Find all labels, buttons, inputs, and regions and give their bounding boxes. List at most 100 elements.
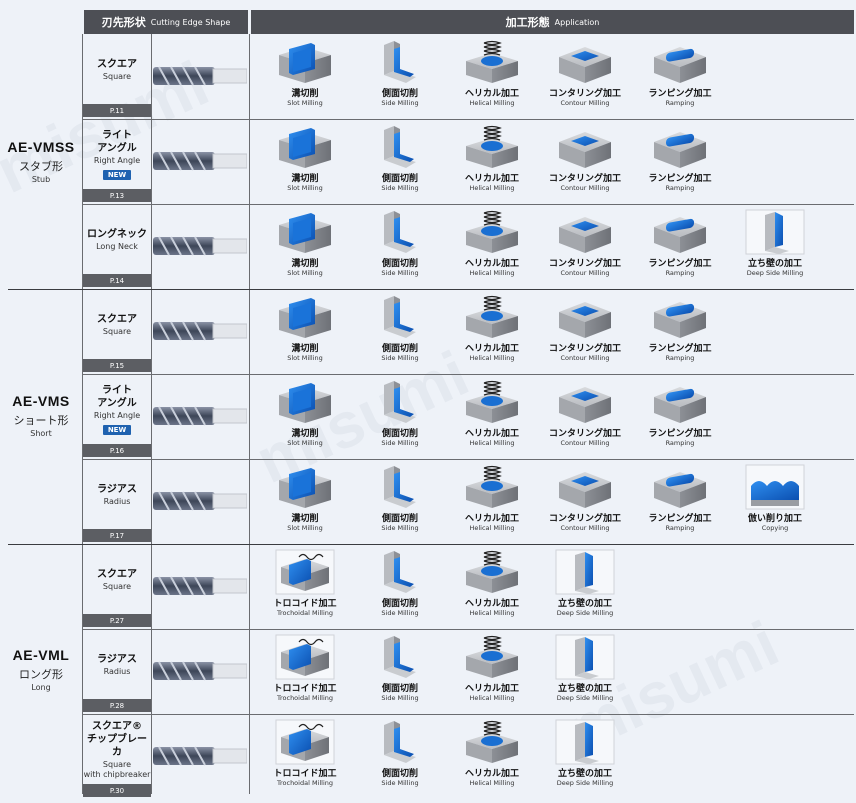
slot-icon bbox=[275, 379, 335, 425]
application-name: 立ち壁の加工 bbox=[557, 684, 612, 694]
shape-name: スクエア bbox=[97, 58, 137, 70]
application-item: ヘリカル加工 Helical Milling bbox=[449, 39, 535, 107]
application-name-en: Slot Milling bbox=[287, 269, 323, 277]
application-name-en: Slot Milling bbox=[287, 354, 323, 362]
application-name: コンタリング加工 bbox=[548, 259, 621, 269]
deepwall-icon bbox=[555, 719, 615, 765]
application-item: 溝切削 Slot Milling bbox=[262, 39, 348, 107]
shape-name-en: Long Neck bbox=[96, 241, 138, 251]
application-name-en: Side Milling bbox=[381, 184, 419, 192]
application-item: ヘリカル加工 Helical Milling bbox=[449, 634, 535, 702]
application-name-en: Trochoidal Milling bbox=[276, 694, 334, 702]
row-divider bbox=[82, 374, 854, 375]
shape-name: ライト アングル bbox=[97, 130, 137, 154]
application-item: ランピング加工 Ramping bbox=[637, 464, 723, 532]
helical-icon bbox=[462, 124, 522, 170]
deepwall-icon bbox=[555, 634, 615, 680]
application-item: 倣い削り加工 Copying bbox=[732, 464, 818, 532]
slot-icon bbox=[275, 464, 335, 510]
series-type-en: Short bbox=[30, 428, 52, 438]
series-type-en: Stub bbox=[31, 174, 51, 184]
trochoidal-icon bbox=[275, 549, 335, 595]
row-divider bbox=[82, 204, 854, 205]
application-item: ランピング加工 Ramping bbox=[637, 39, 723, 107]
application-item: ヘリカル加工 Helical Milling bbox=[449, 294, 535, 362]
application-name-en: Helical Milling bbox=[469, 609, 515, 617]
application-name: コンタリング加工 bbox=[548, 89, 621, 99]
application-item: 側面切削 Side Milling bbox=[357, 719, 443, 787]
application-item: 側面切削 Side Milling bbox=[357, 124, 443, 192]
page-reference-link[interactable]: P.13 bbox=[83, 189, 151, 202]
application-name: 側面切削 bbox=[381, 344, 418, 354]
application-name: 溝切削 bbox=[291, 514, 319, 524]
series-type-jp: ロング形 bbox=[19, 667, 63, 681]
application-name-en: Contour Milling bbox=[560, 184, 610, 192]
shape-name-en: Right Angle bbox=[93, 156, 141, 165]
application-item: ヘリカル加工 Helical Milling bbox=[449, 209, 535, 277]
application-name: 側面切削 bbox=[381, 429, 418, 439]
application-name-en: Ramping bbox=[665, 354, 695, 362]
shape-name: ラジアス bbox=[97, 653, 137, 665]
application-item: ヘリカル加工 Helical Milling bbox=[449, 719, 535, 787]
application-name-en: Slot Milling bbox=[287, 524, 323, 532]
application-item: ランピング加工 Ramping bbox=[637, 294, 723, 362]
page-reference-link[interactable]: P.27 bbox=[83, 614, 151, 627]
slot-icon bbox=[275, 294, 335, 340]
slot-icon bbox=[275, 39, 335, 85]
application-item: 溝切削 Slot Milling bbox=[262, 124, 348, 192]
application-name: 側面切削 bbox=[381, 174, 418, 184]
application-name: ヘリカル加工 bbox=[464, 344, 519, 354]
page-reference-link[interactable]: P.16 bbox=[83, 444, 151, 457]
shape-name-en: Square bbox=[102, 326, 132, 336]
application-name: ヘリカル加工 bbox=[464, 89, 519, 99]
page-reference-link[interactable]: P.17 bbox=[83, 529, 151, 542]
application-name: 側面切削 bbox=[381, 259, 418, 269]
page-reference-link[interactable]: P.14 bbox=[83, 274, 151, 287]
shape-cell: スクエア Square bbox=[83, 291, 151, 358]
application-name: ランピング加工 bbox=[648, 344, 712, 354]
application-item: トロコイド加工 Trochoidal Milling bbox=[262, 549, 348, 617]
page-reference-link[interactable]: P.30 bbox=[83, 784, 151, 797]
new-badge: NEW bbox=[102, 170, 132, 180]
application-name-en: Side Milling bbox=[381, 439, 419, 447]
application-item: ヘリカル加工 Helical Milling bbox=[449, 464, 535, 532]
ramping-icon bbox=[650, 464, 710, 510]
application-name: 側面切削 bbox=[381, 599, 418, 609]
application-name: 溝切削 bbox=[291, 429, 319, 439]
application-name-en: Slot Milling bbox=[287, 184, 323, 192]
application-name-en: Contour Milling bbox=[560, 354, 610, 362]
series-ae-vmss: AE-VMSS スタブ形 Stub bbox=[0, 34, 82, 288]
application-name: 溝切削 bbox=[291, 174, 319, 184]
application-name: ランピング加工 bbox=[648, 514, 712, 524]
series-code: AE-VML bbox=[12, 646, 70, 663]
shape-name: スクエア® チップブレーカ bbox=[87, 720, 147, 758]
series-type-jp: ショート形 bbox=[13, 413, 69, 427]
application-item: 溝切削 Slot Milling bbox=[262, 294, 348, 362]
page-reference-link[interactable]: P.15 bbox=[83, 359, 151, 372]
shape-cell: スクエア Square bbox=[83, 36, 151, 103]
application-name-en: Trochoidal Milling bbox=[276, 779, 334, 787]
helical-icon bbox=[462, 294, 522, 340]
series-type-jp: スタブ形 bbox=[19, 159, 63, 173]
application-name-en: Ramping bbox=[665, 524, 695, 532]
application-name: コンタリング加工 bbox=[548, 174, 621, 184]
application-item: トロコイド加工 Trochoidal Milling bbox=[262, 634, 348, 702]
new-badge: NEW bbox=[102, 425, 132, 435]
application-name: ヘリカル加工 bbox=[464, 429, 519, 439]
contour-icon bbox=[555, 124, 615, 170]
application-item: 立ち壁の加工 Deep Side Milling bbox=[732, 209, 818, 277]
shape-name: ロングネック bbox=[87, 228, 147, 240]
shape-name-en: Square with chipbreaker bbox=[83, 759, 151, 779]
application-name: ヘリカル加工 bbox=[464, 769, 519, 779]
application-name: 倣い削り加工 bbox=[747, 514, 802, 524]
application-name: 立ち壁の加工 bbox=[557, 599, 612, 609]
page-reference-link[interactable]: P.11 bbox=[83, 104, 151, 117]
page-reference-link[interactable]: P.28 bbox=[83, 699, 151, 712]
application-name-en: Ramping bbox=[665, 269, 695, 277]
trochoidal-icon bbox=[275, 634, 335, 680]
application-name-en: Helical Milling bbox=[469, 354, 515, 362]
application-name: コンタリング加工 bbox=[548, 344, 621, 354]
application-item: 立ち壁の加工 Deep Side Milling bbox=[542, 549, 628, 617]
application-item: コンタリング加工 Contour Milling bbox=[542, 124, 628, 192]
